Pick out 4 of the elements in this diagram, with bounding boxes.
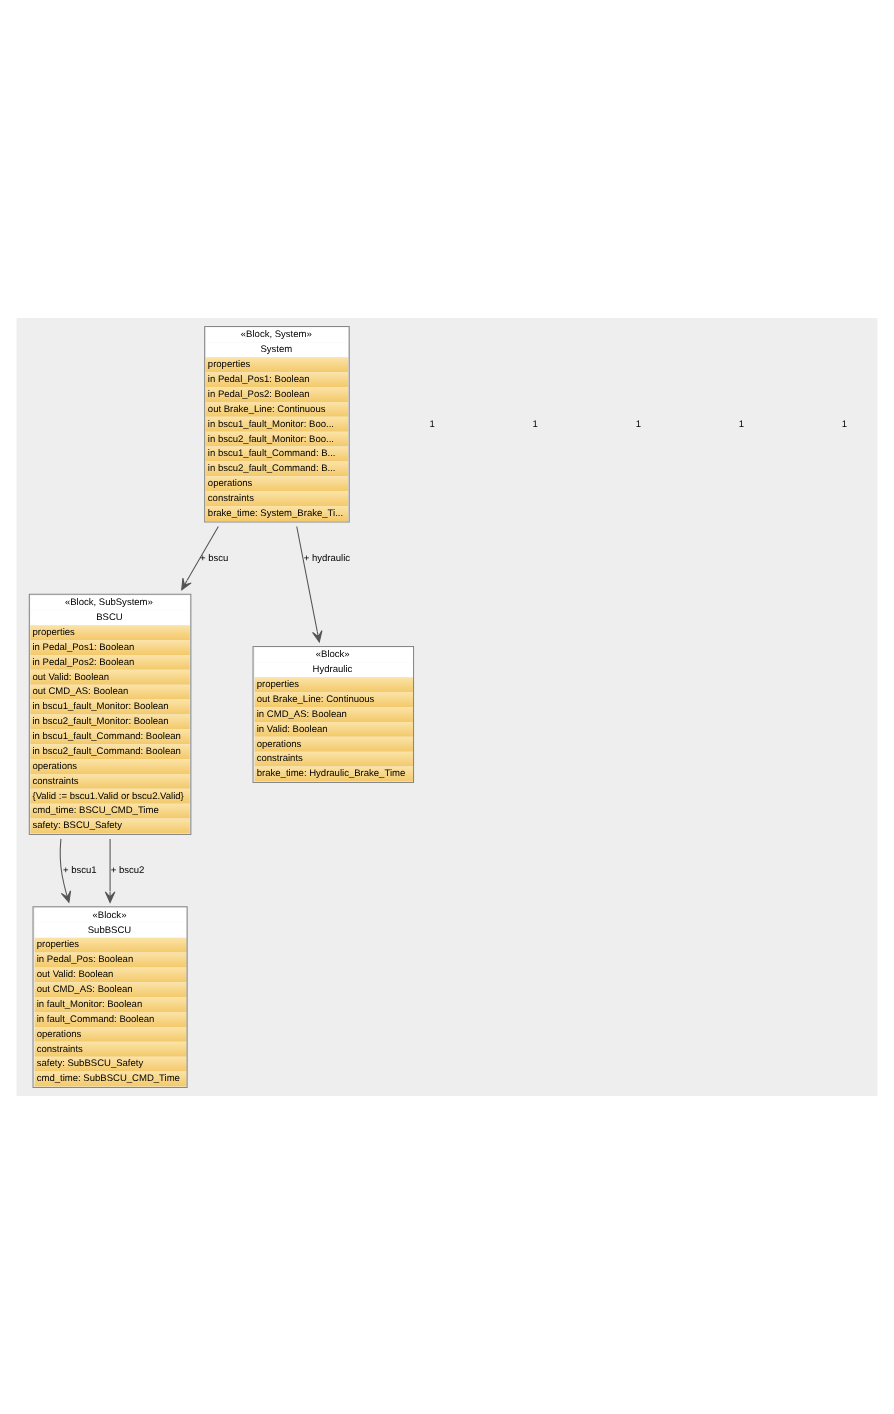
arrow <box>104 838 116 904</box>
arrow <box>181 525 219 591</box>
arrow <box>59 838 72 903</box>
arrow <box>296 525 323 643</box>
